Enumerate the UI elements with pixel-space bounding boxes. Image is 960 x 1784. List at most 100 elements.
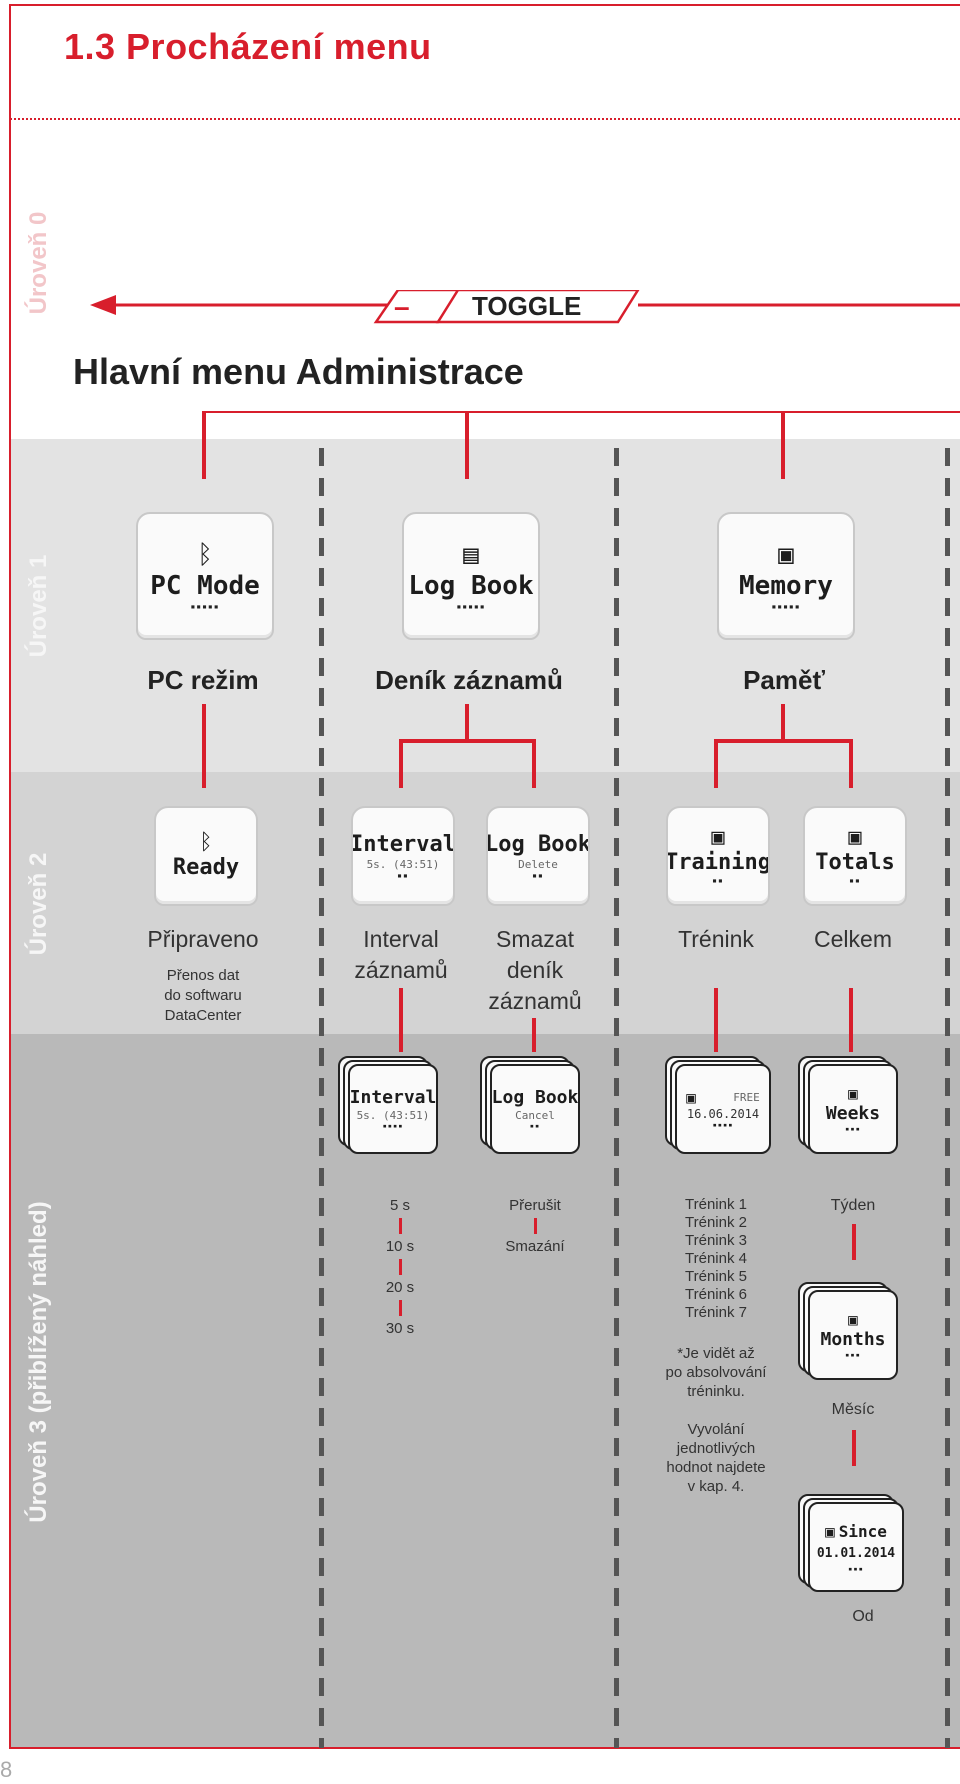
since-label: Od (852, 1608, 874, 1625)
toggle-label: TOGGLE (472, 291, 582, 321)
connector-interval-l3 (399, 988, 403, 1052)
option-20s: 20 s (385, 1279, 415, 1296)
floppy-icon: ▣ (848, 825, 862, 850)
connector-logbook-bar (399, 739, 536, 743)
training-item: Trénink 7 (685, 1304, 747, 1321)
training-item: Trénink 3 (685, 1232, 747, 1249)
column-separator (319, 448, 324, 1748)
connector-delete-l3 (532, 1018, 536, 1052)
ready-description: Přenos dat do softwaru DataCenter (164, 967, 242, 1024)
screen-dots: ▪▪ (532, 870, 544, 880)
page-title: 1.3 Procházení menu (64, 26, 432, 67)
connector-totals-l3 (849, 988, 853, 1052)
connector-weeks-months (852, 1224, 856, 1260)
ready-label: Připraveno (147, 926, 259, 952)
stack-interval: Interval 5s. (43:51) ▪▪▪▪ (338, 1056, 438, 1154)
screen-text: Ready (172, 855, 240, 880)
toggle-arrow (90, 288, 960, 324)
stack-front: ▣ Months ▪▪▪ (808, 1290, 898, 1380)
months-label: Měsíc (831, 1401, 875, 1418)
training-item: Trénink 1 (685, 1196, 747, 1213)
stack-front: ▣ Since 01.01.2014 ▪▪▪ (808, 1502, 904, 1592)
screen-dots: ▪▪▪▪▪ (771, 602, 801, 611)
screen-dots: ▪▪ (849, 876, 861, 885)
totals-label: Celkem (814, 926, 892, 952)
training-item: Trénink 2 (685, 1214, 747, 1231)
page-number: 8 (0, 1757, 13, 1782)
cancel-options: Přerušit Smazání (490, 1196, 580, 1256)
device-interval: Interval 5s. (43:51) ▪▪ (351, 806, 455, 906)
option-5s: 5 s (389, 1197, 410, 1214)
connector-months-since (852, 1430, 856, 1466)
connector-training-l3 (714, 988, 718, 1052)
option-30s: 30 s (385, 1320, 415, 1337)
screen-text: PC Mode (150, 571, 260, 601)
connector-pc (202, 411, 206, 479)
training-item: Trénink 4 (685, 1250, 747, 1267)
device-training: ▣ Training ▪▪ (666, 806, 770, 906)
stack-front: ▣ Weeks ▪▪▪ (808, 1064, 898, 1154)
delete-label: Smazat deník záznamů (488, 926, 582, 1014)
bluetooth-icon: ᛒ (197, 540, 213, 570)
level0-label: Úroveň 0 (25, 211, 52, 315)
level2-label: Úroveň 2 (25, 852, 52, 956)
book-icon: ▤ (463, 540, 479, 570)
training-item: Trénink 5 (685, 1268, 747, 1285)
column-separator (945, 448, 950, 1748)
training-note: *Je vidět až po absolvování tréninku. (665, 1345, 767, 1400)
screen-text: Memory (739, 571, 833, 601)
pc-mode-label: PC režim (147, 665, 259, 695)
stack-weeks: ▣ Weeks ▪▪▪ (798, 1056, 898, 1154)
floppy-icon: ▣ (848, 1083, 858, 1103)
option-delete: Smazání (505, 1238, 565, 1255)
connector-logbook (465, 411, 469, 479)
device-totals: ▣ Totals ▪▪ (803, 806, 907, 906)
bottom-divider (10, 1747, 960, 1749)
floppy-icon: ▣ (825, 1521, 835, 1541)
screen-subtext: Delete (518, 857, 558, 871)
screen-text: Interval (351, 831, 455, 857)
stack-months: ▣ Months ▪▪▪ (798, 1282, 898, 1380)
option-connector (398, 1259, 402, 1275)
heading-connector (202, 411, 960, 413)
connector-training (714, 739, 718, 788)
device-ready: ᛒ Ready (154, 806, 258, 906)
stack-front: Log Book Cancel ▪▪ (490, 1064, 580, 1154)
interval-options: 5 s 10 s 20 s 30 s (355, 1196, 445, 1338)
device-delete: Log Book Delete ▪▪ (486, 806, 590, 906)
screen-dots: ▪▪ (712, 876, 724, 885)
interval-label: Interval záznamů (354, 926, 448, 983)
screen-subtext: 5s. (43:51) (366, 857, 440, 871)
log-book-label: Deník záznamů (375, 665, 563, 695)
option-connector (398, 1218, 402, 1234)
screen-text: Training (666, 850, 770, 875)
screen-dots: ▪▪▪▪▪ (456, 602, 486, 611)
screen-text: Totals (815, 850, 895, 875)
since-row: ▣ Since (825, 1521, 887, 1541)
weeks-label: Týden (830, 1197, 876, 1214)
main-heading: Hlavní menu Administrace (73, 351, 524, 392)
device-memory: ▣ Memory ▪▪▪▪▪ (717, 512, 855, 640)
stack-since: ▣ Since 01.01.2014 ▪▪▪ (798, 1494, 904, 1592)
connector-memory (781, 411, 785, 479)
stack-cancel: Log Book Cancel ▪▪ (480, 1056, 580, 1154)
toggle-minus: – (394, 291, 410, 322)
page-frame (9, 4, 960, 1749)
free-row: ▣ FREE (686, 1087, 760, 1107)
level3-label: Úroveň 3 (přiblížený náhled) (25, 1201, 52, 1523)
option-connector (533, 1218, 537, 1234)
training-label: Trénink (678, 926, 754, 952)
option-connector (398, 1300, 402, 1316)
level3-band (10, 1034, 960, 1749)
memory-label: Paměť (743, 665, 825, 695)
bluetooth-icon: ᛒ (199, 830, 213, 855)
floppy-icon: ▣ (686, 1087, 696, 1107)
device-pc-mode: ᛒ PC Mode ▪▪▪▪▪ (136, 512, 274, 640)
stack-front: Interval 5s. (43:51) ▪▪▪▪ (348, 1064, 438, 1154)
floppy-icon: ▣ (711, 825, 725, 850)
connector-delete (532, 739, 536, 788)
column-separator (614, 448, 619, 1748)
stack-front: ▣ FREE 16.06.2014 ▪▪▪▪ (675, 1064, 771, 1154)
screen-dots: ▪▪ (397, 870, 409, 880)
floppy-icon: ▣ (848, 1309, 858, 1329)
